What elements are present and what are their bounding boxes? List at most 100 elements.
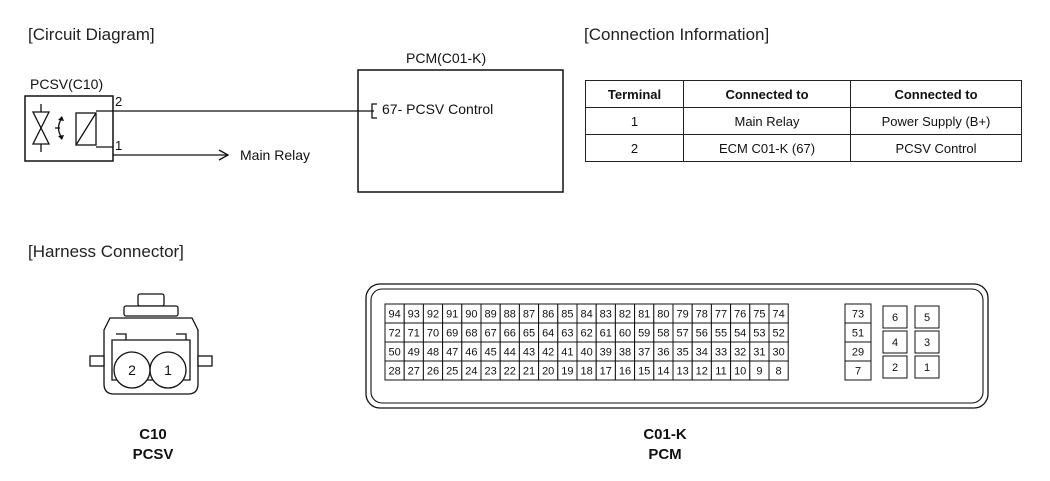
pin-17: 17: [600, 366, 612, 378]
pin-67: 67: [484, 328, 496, 340]
pin-28: 28: [388, 366, 400, 378]
pin-66: 66: [504, 328, 516, 340]
table-cell: ECM C01-K (67): [683, 134, 851, 162]
pin-46: 46: [465, 347, 477, 359]
pin-42: 42: [542, 347, 554, 359]
c10-connector: 2 1: [89, 293, 213, 395]
pin-cell: [914, 330, 940, 354]
connection-table: Terminal Connected to Connected to 1 Mai…: [585, 80, 1022, 162]
pcsv-pin-2-label: 2: [115, 94, 123, 109]
pin-84: 84: [580, 309, 592, 321]
pin-93: 93: [408, 309, 420, 321]
connection-info-title: [Connection Information]: [584, 25, 770, 44]
pin-cell: [882, 330, 908, 354]
pin-20: 20: [542, 366, 554, 378]
pin-8: 8: [776, 366, 782, 378]
table-cell: Power Supply (B+): [850, 107, 1022, 135]
pin-29: 29: [852, 347, 864, 359]
pin-83: 83: [600, 309, 612, 321]
pin-40: 40: [580, 347, 592, 359]
pin-48: 48: [427, 347, 439, 359]
pin-16: 16: [619, 366, 631, 378]
pin-39: 39: [600, 347, 612, 359]
c01k-caption-code: C01-K: [643, 426, 687, 443]
pcm-pin-bracket: [371, 103, 377, 119]
table-cell: PCSV Control: [850, 134, 1022, 162]
pin-78: 78: [696, 309, 708, 321]
pin-14: 14: [657, 366, 669, 378]
pin-31: 31: [753, 347, 765, 359]
pin-45: 45: [484, 347, 496, 359]
pin-70: 70: [427, 328, 439, 340]
pin-58: 58: [657, 328, 669, 340]
pcsv-box: [24, 95, 114, 162]
pin-81: 81: [638, 309, 650, 321]
pin-47: 47: [446, 347, 458, 359]
pin-cell: [914, 305, 940, 329]
pin-62: 62: [580, 328, 592, 340]
pin-12: 12: [696, 366, 708, 378]
pin-74: 74: [772, 309, 784, 321]
pin-86: 86: [542, 309, 554, 321]
pin-38: 38: [619, 347, 631, 359]
pin-22: 22: [504, 366, 516, 378]
pin-88: 88: [504, 309, 516, 321]
header-connected-to-2: Connected to: [850, 80, 1022, 108]
pin-10: 10: [734, 366, 746, 378]
pin-94: 94: [388, 309, 400, 321]
pin-27: 27: [408, 366, 420, 378]
pin-cell: [882, 355, 908, 379]
pin-5: 5: [924, 312, 930, 324]
c01k-caption: C01-K PCM: [605, 425, 725, 465]
pin-82: 82: [619, 309, 631, 321]
pin-71: 71: [408, 328, 420, 340]
pin-37: 37: [638, 347, 650, 359]
pin-73: 73: [852, 309, 864, 321]
pin-30: 30: [772, 347, 784, 359]
pin-35: 35: [676, 347, 688, 359]
pcm-pin-label: 67- PCSV Control: [382, 101, 494, 117]
pin-65: 65: [523, 328, 535, 340]
arrow-main-relay: [218, 149, 230, 161]
pin-36: 36: [657, 347, 669, 359]
pin-15: 15: [638, 366, 650, 378]
pin-56: 56: [696, 328, 708, 340]
pin-cell: [768, 360, 789, 381]
pin-23: 23: [484, 366, 496, 378]
pin-26: 26: [427, 366, 439, 378]
pin-3: 3: [924, 337, 930, 349]
solenoid-symbol: [75, 110, 113, 148]
pin-69: 69: [446, 328, 458, 340]
pin-72: 72: [388, 328, 400, 340]
pin-51: 51: [852, 328, 864, 340]
pin-55: 55: [715, 328, 727, 340]
pin-44: 44: [504, 347, 516, 359]
main-relay-label: Main Relay: [240, 147, 311, 163]
pin-34: 34: [696, 347, 708, 359]
pin-18: 18: [580, 366, 592, 378]
header-terminal: Terminal: [585, 80, 684, 108]
pin-59: 59: [638, 328, 650, 340]
pin-61: 61: [600, 328, 612, 340]
pin-7: 7: [855, 366, 861, 378]
pin-cell: [882, 305, 908, 329]
pin-21: 21: [523, 366, 535, 378]
pin-52: 52: [772, 328, 784, 340]
table-header-row: Terminal Connected to Connected to: [585, 80, 1022, 108]
valve-symbol: [31, 104, 64, 152]
pin-79: 79: [676, 309, 688, 321]
pcsv-pin-1-label: 1: [115, 138, 123, 153]
pin-19: 19: [561, 366, 573, 378]
pin-53: 53: [753, 328, 765, 340]
pin-68: 68: [465, 328, 477, 340]
circuit-diagram-title: [Circuit Diagram]: [28, 25, 155, 44]
pin-92: 92: [427, 309, 439, 321]
pin-76: 76: [734, 309, 746, 321]
pin-13: 13: [676, 366, 688, 378]
c01k-caption-name: PCM: [648, 446, 682, 463]
pin-11: 11: [715, 366, 726, 378]
pin-4: 4: [892, 337, 898, 349]
pin-63: 63: [561, 328, 573, 340]
table-cell: 1: [585, 107, 684, 135]
